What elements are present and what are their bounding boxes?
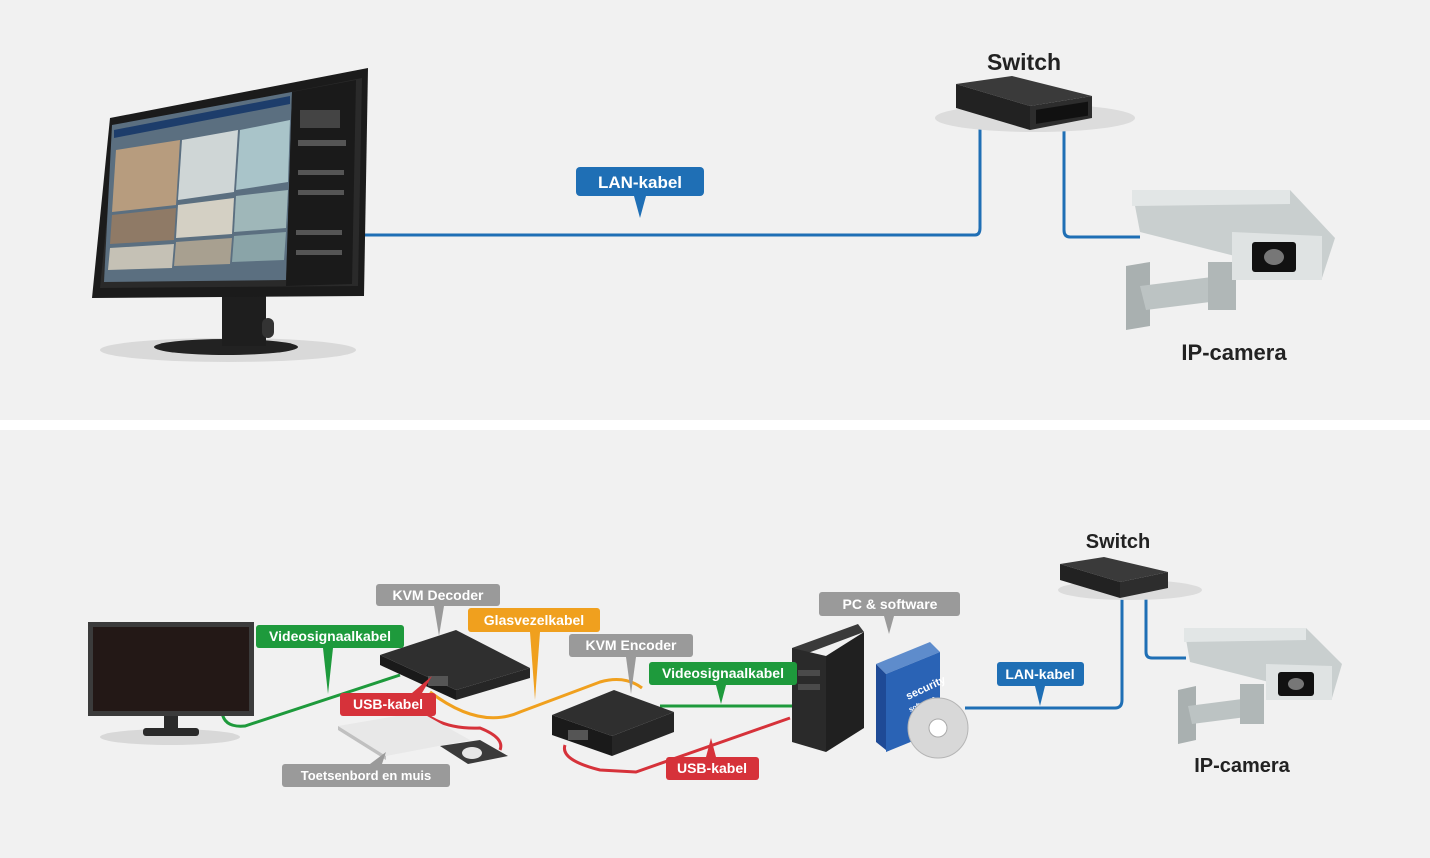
keyboard-mouse-label: Toetsenbord en muis	[301, 768, 432, 783]
usb-cable-label-right: USB-kabel	[677, 760, 747, 776]
video-cable-label-right: Videosignaalkabel	[662, 665, 784, 681]
kvm-encoder	[552, 690, 674, 756]
pc-software-tag: PC & software	[819, 592, 960, 634]
usb-cable-right	[562, 716, 791, 774]
lan-cable-tag-top: LAN-kabel	[576, 167, 704, 218]
switch-top	[935, 76, 1135, 132]
keyboard-and-mouse	[338, 712, 508, 764]
ip-camera-top	[1126, 190, 1335, 330]
software-disc	[907, 697, 969, 759]
camera-top-label: IP-camera	[1181, 340, 1287, 365]
kvm-encoder-label: KVM Encoder	[585, 637, 677, 653]
video-cable-tag-right: Videosignaalkabel	[649, 662, 797, 704]
ip-camera-bottom	[1178, 628, 1342, 744]
usb-cable-label-left: USB-kabel	[353, 696, 423, 712]
kvm-decoder-tag: KVM Decoder	[376, 584, 500, 636]
fiber-cable-label: Glasvezelkabel	[484, 612, 584, 628]
kvm-decoder-label: KVM Decoder	[392, 587, 484, 603]
lan-cable-label-bottom: LAN-kabel	[1005, 666, 1074, 682]
monitor-top	[92, 68, 368, 362]
fiber-cable	[429, 678, 643, 720]
video-cable-tag-left: Videosignaalkabel	[256, 625, 404, 694]
switch-bottom	[1058, 557, 1202, 600]
keyboard-mouse-tag: Toetsenbord en muis	[282, 752, 450, 787]
lan-cable-bottom-pc	[965, 590, 1124, 710]
monitor-bottom	[88, 622, 254, 745]
pc-software-label: PC & software	[843, 596, 938, 612]
lan-cable-top-monitor	[365, 125, 982, 237]
video-cable-label-left: Videosignaalkabel	[269, 628, 391, 644]
switch-bottom-label: Switch	[1086, 531, 1150, 553]
lan-cable-top-camera	[1062, 125, 1140, 239]
pc-tower	[792, 624, 864, 752]
switch-top-label: Switch	[987, 49, 1061, 75]
usb-cable-tag-right: USB-kabel	[666, 738, 759, 780]
kvm-encoder-tag: KVM Encoder	[569, 634, 693, 694]
kvm-decoder	[380, 630, 530, 700]
lan-cable-tag-bottom: LAN-kabel	[997, 662, 1084, 706]
camera-bottom-label: IP-camera	[1194, 755, 1290, 777]
usb-cable-tag-left: USB-kabel	[340, 676, 436, 716]
lan-cable-label-top: LAN-kabel	[598, 173, 682, 192]
fiber-cable-tag: Glasvezelkabel	[468, 608, 600, 700]
lan-cable-bottom-camera	[1144, 590, 1186, 660]
